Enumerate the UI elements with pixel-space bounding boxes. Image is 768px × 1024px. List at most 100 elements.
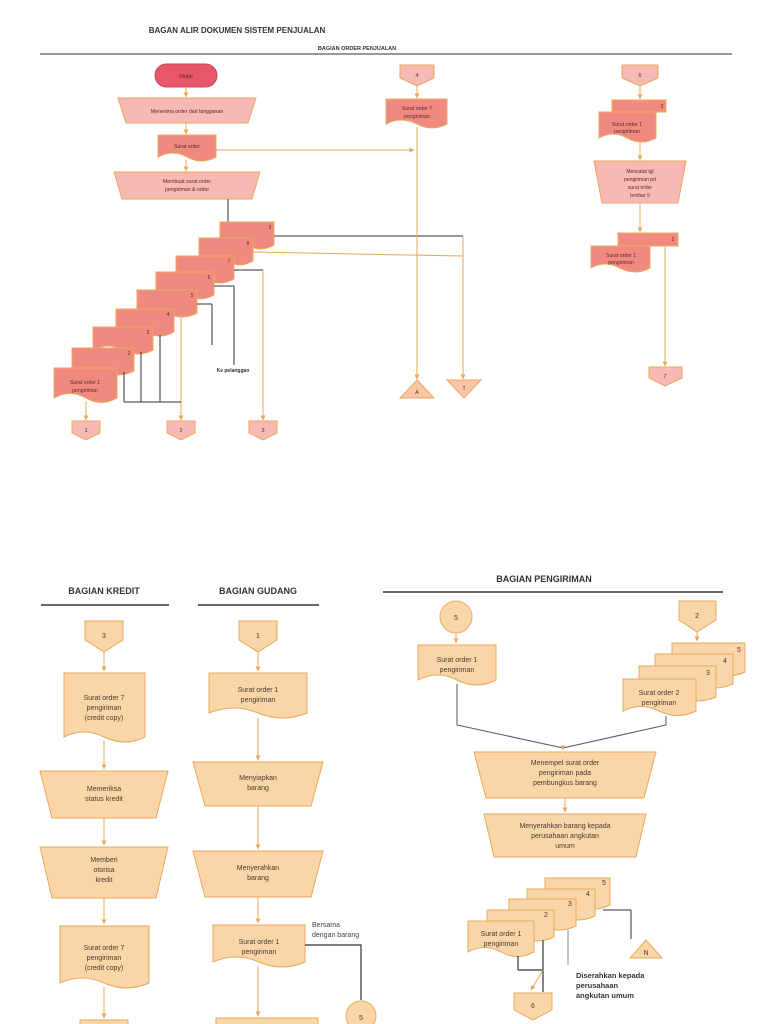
attach-order-step [473, 751, 657, 799]
svg-text:3: 3 [568, 901, 572, 908]
handed-to-carrier-note: Diserahkan kepada [576, 971, 645, 980]
svg-text:pengiriman: pengiriman [440, 667, 475, 674]
svg-text:4: 4 [167, 312, 170, 318]
gudang-order-document-2 [212, 924, 306, 968]
svg-text:Memeriksa: Memeriksa [87, 786, 121, 793]
svg-text:Menyiapkan: Menyiapkan [239, 775, 277, 782]
check-credit-status-step [39, 770, 169, 819]
to-customer-note: Ke pelanggan [217, 368, 250, 374]
kredit-credit-copy-document-2 [59, 925, 150, 989]
pengiriman-section-title: BAGIAN PENGIRIMAN [496, 574, 592, 584]
svg-text:6: 6 [531, 1003, 535, 1010]
svg-text:pengiriman: pengiriman [87, 705, 122, 712]
archive-N [628, 939, 664, 959]
svg-text:pengiriman: pengiriman [72, 388, 98, 394]
svg-text:Mulai: Mulai [179, 74, 192, 80]
svg-text:pengiriman: pengiriman [404, 114, 430, 120]
svg-text:(credit copy): (credit copy) [85, 715, 124, 722]
surat-order-1-copy-b [590, 245, 651, 273]
svg-text:Surat order 7: Surat order 7 [402, 106, 432, 112]
surat-order-1-document [53, 367, 118, 403]
pengiriman-copies-stack-2: 5 4 3 2 Surat order 1 pengiriman [467, 877, 611, 957]
svg-text:5: 5 [191, 293, 194, 299]
svg-text:dengan barang: dengan barang [312, 932, 359, 939]
svg-text:Surat order 1: Surat order 1 [606, 253, 636, 259]
svg-text:Surat order: Surat order [174, 144, 200, 150]
svg-text:status kredit: status kredit [85, 796, 123, 803]
kredit-section-title: BAGIAN KREDIT [68, 586, 140, 596]
connector-in-4 [399, 64, 435, 87]
pengiriman-order-document [417, 644, 497, 686]
svg-text:barang: barang [247, 785, 269, 792]
off-page-connector-7 [648, 366, 683, 387]
svg-text:4: 4 [415, 73, 418, 79]
svg-text:3: 3 [147, 330, 150, 336]
gudang-order-document [208, 672, 308, 719]
svg-text:7: 7 [228, 259, 231, 265]
kredit-connector-in-3 [84, 620, 124, 653]
svg-text:pengiriman: pengiriman [242, 949, 277, 956]
archive-T [445, 379, 483, 399]
svg-text:Menerima order dari langganan: Menerima order dari langganan [151, 109, 223, 115]
hand-to-carrier-step [483, 813, 647, 858]
kredit-credit-copy-document [63, 672, 146, 743]
svg-text:3: 3 [102, 633, 106, 640]
gudang-connector-in-1 [238, 620, 278, 653]
svg-text:barang: barang [247, 875, 269, 882]
together-with-goods-note: Bersama [312, 922, 340, 929]
archive-A [398, 379, 436, 399]
svg-text:2: 2 [672, 237, 675, 243]
svg-text:pengiriman: pengiriman [614, 129, 640, 135]
svg-text:pengiriman: pengiriman [87, 955, 122, 962]
svg-text:kredit: kredit [95, 877, 112, 884]
surat-order-7-document [385, 98, 448, 129]
svg-text:Menyerahkan barang kepada: Menyerahkan barang kepada [519, 823, 610, 830]
record-date-step [593, 160, 687, 204]
off-page-connector-3 [248, 420, 278, 441]
svg-text:6: 6 [638, 73, 641, 79]
svg-text:pengiriman: pengiriman [608, 260, 634, 266]
svg-text:4: 4 [723, 658, 727, 665]
svg-text:5: 5 [737, 647, 741, 654]
svg-text:5: 5 [602, 880, 606, 887]
svg-text:pengiriman: pengiriman [241, 697, 276, 704]
svg-text:Surat order 1: Surat order 1 [239, 939, 280, 946]
svg-text:Mencatat tgl: Mencatat tgl [626, 169, 653, 175]
svg-text:Surat order 7: Surat order 7 [84, 945, 125, 952]
svg-text:Menempel surat order: Menempel surat order [531, 760, 600, 767]
svg-text:9: 9 [269, 225, 272, 231]
make-order-step [113, 171, 261, 200]
surat-order-document [157, 134, 217, 162]
svg-text:2: 2 [661, 104, 664, 110]
svg-text:Surat order 1: Surat order 1 [70, 380, 100, 386]
svg-text:5: 5 [359, 1015, 363, 1022]
pengiriman-connector-6 [513, 992, 553, 1021]
svg-text:perusahaan angkutan: perusahaan angkutan [531, 833, 599, 840]
gudang-connector-5 [345, 1000, 377, 1024]
hand-over-goods-step [192, 850, 324, 898]
svg-text:Membuat surat order: Membuat surat order [163, 179, 211, 185]
svg-text:Surat order 2: Surat order 2 [639, 690, 680, 697]
svg-text:umum: umum [555, 843, 575, 850]
svg-text:Surat order 7: Surat order 7 [84, 695, 125, 702]
svg-text:perusahaan: perusahaan [576, 981, 619, 990]
svg-text:Memberi: Memberi [90, 857, 118, 864]
off-page-connector-2 [166, 420, 196, 441]
prepare-goods-step [192, 761, 324, 807]
pengiriman-copies-stack: 5 4 3 Surat order 2 pengiriman [622, 642, 746, 716]
svg-text:6: 6 [208, 275, 211, 281]
connector-in-6 [621, 64, 659, 87]
svg-text:Surat order 1: Surat order 1 [481, 931, 522, 938]
svg-text:pengiriman pd: pengiriman pd [624, 177, 656, 183]
svg-text:T: T [462, 386, 466, 392]
svg-text:lembar 9: lembar 9 [630, 193, 650, 199]
svg-text:pengiriman pada: pengiriman pada [539, 770, 591, 777]
svg-text:(credit copy): (credit copy) [85, 965, 124, 972]
svg-text:5: 5 [454, 615, 458, 622]
svg-text:Surat order 1: Surat order 1 [238, 687, 279, 694]
order-section-title: BAGIAN ORDER PENJUALAN [318, 46, 396, 52]
svg-text:surat order: surat order [628, 185, 653, 191]
svg-text:8: 8 [247, 241, 250, 247]
surat-order-1-front-document [467, 920, 535, 957]
